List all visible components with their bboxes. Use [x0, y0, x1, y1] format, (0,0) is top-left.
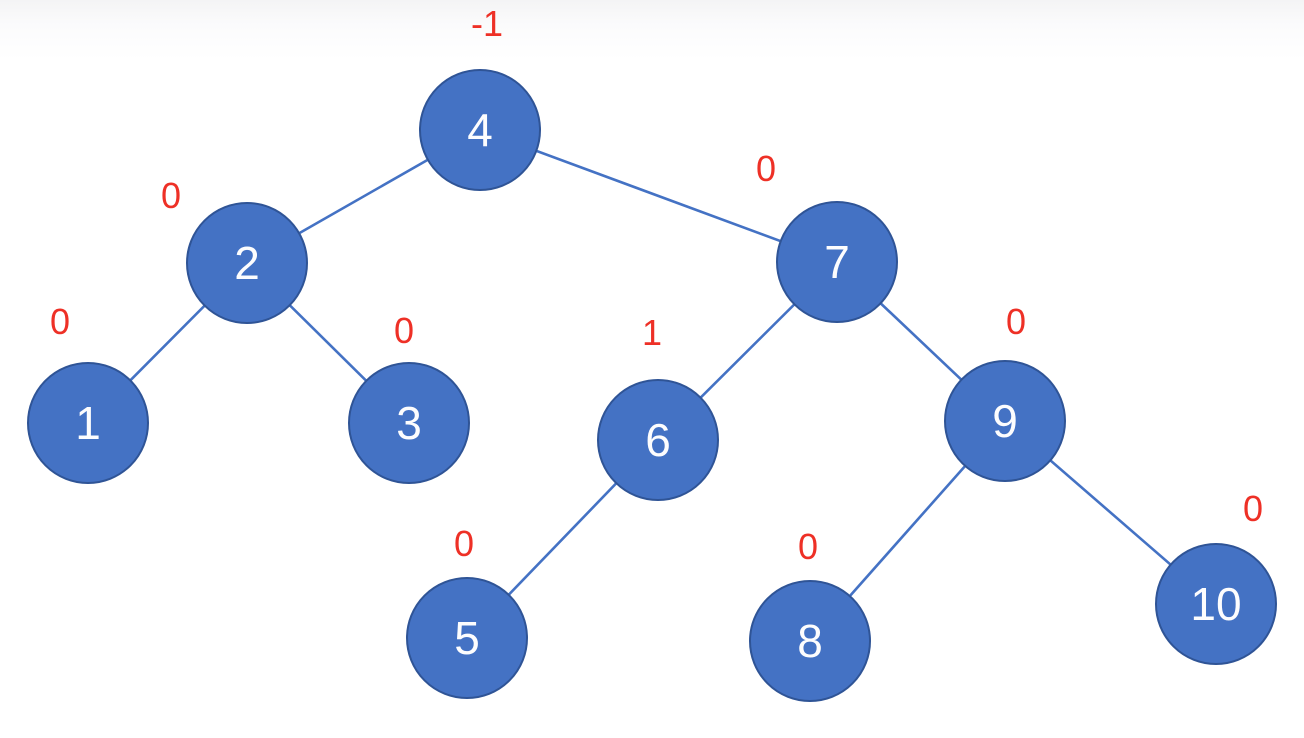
balance-label-9: 0 — [1005, 301, 1027, 342]
node-10-value: 10 — [1190, 578, 1242, 630]
balance-label-5: 0 — [453, 523, 475, 564]
node-1-value: 1 — [75, 397, 101, 449]
tree-node-5: 5 — [406, 577, 528, 699]
tree-node-10: 10 — [1155, 543, 1277, 665]
balance-label-1: 0 — [49, 301, 71, 342]
tree-node-2: 2 — [186, 202, 308, 324]
tree-node-9: 9 — [944, 360, 1066, 482]
tree-node-3: 3 — [348, 362, 470, 484]
node-7-value: 7 — [824, 236, 850, 288]
balance-label-7: 0 — [755, 148, 777, 189]
balance-label-2: 0 — [160, 175, 182, 216]
node-6-value: 6 — [645, 414, 671, 466]
node-3-value: 3 — [396, 397, 422, 449]
balance-label-6: 1 — [641, 312, 663, 353]
node-4-value: 4 — [467, 104, 493, 156]
edge-4-7 — [479, 128, 838, 264]
balance-label-3: 0 — [393, 310, 415, 351]
balance-label-10: 0 — [1242, 488, 1264, 529]
node-8-value: 8 — [797, 615, 823, 667]
node-5-value: 5 — [454, 612, 480, 664]
tree-node-8: 8 — [749, 580, 871, 702]
node-9-value: 9 — [992, 395, 1018, 447]
tree-node-6: 6 — [597, 379, 719, 501]
balance-label-8: 0 — [797, 526, 819, 567]
tree-node-7: 7 — [776, 201, 898, 323]
tree-node-4: 4 — [419, 69, 541, 191]
node-2-value: 2 — [234, 237, 260, 289]
balance-label-4: -1 — [470, 3, 504, 44]
tree-node-1: 1 — [27, 362, 149, 484]
